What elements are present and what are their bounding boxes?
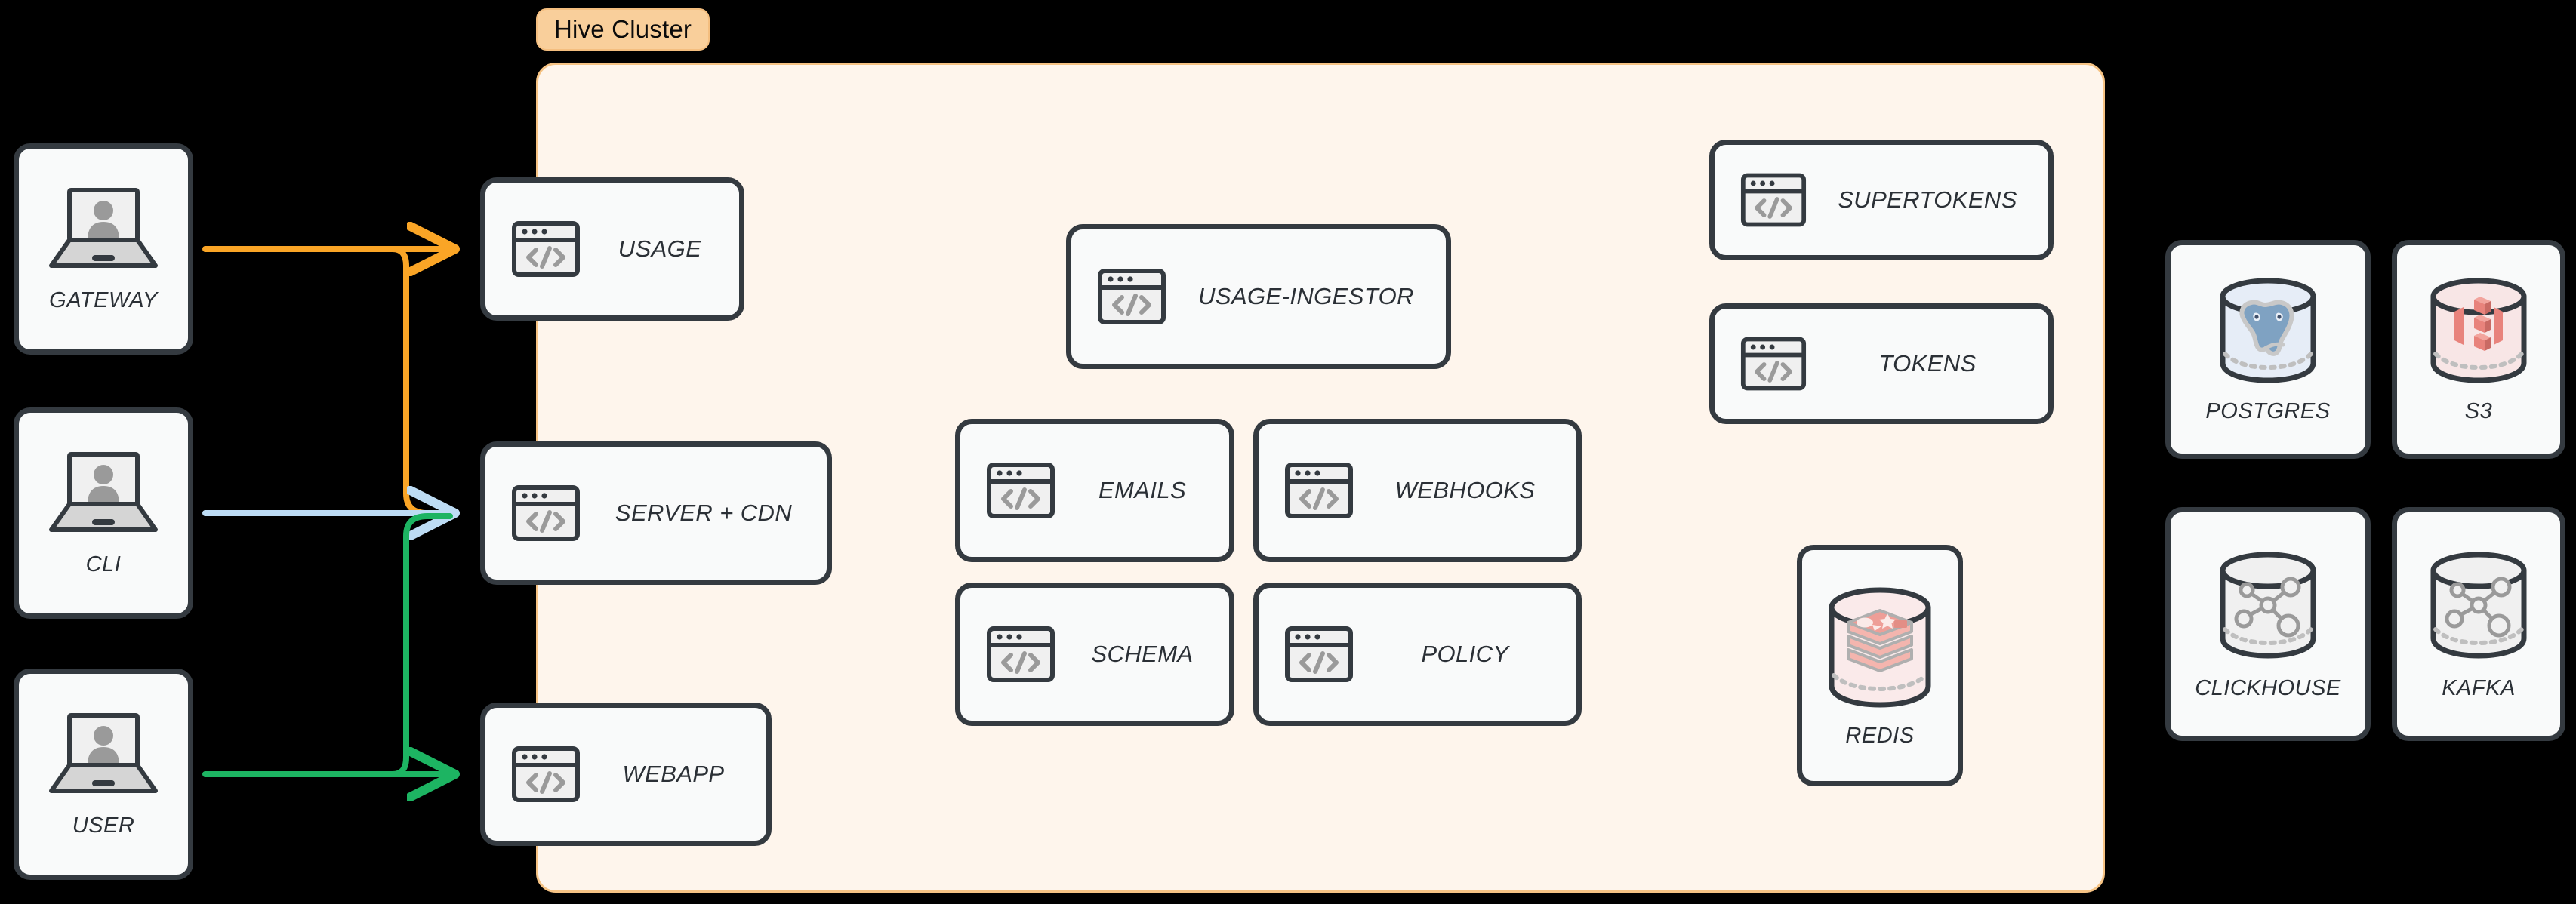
node-webapp[interactable]: WEBAPP [480, 703, 772, 846]
node-usage-label: USAGE [618, 235, 702, 262]
code-window-icon [986, 620, 1055, 689]
node-schema-label: SCHEMA [1091, 641, 1194, 667]
node-user[interactable]: USER [14, 669, 193, 880]
node-gateway-label: GATEWAY [49, 287, 158, 312]
node-tokens[interactable]: TOKENS [1709, 303, 2054, 424]
node-s3-label: S3 [2464, 398, 2493, 423]
code-window-icon [1740, 331, 1807, 397]
node-policy-label: POLICY [1421, 641, 1509, 667]
node-user-label: USER [72, 813, 135, 838]
redis-cylinder-icon [1818, 583, 1942, 710]
node-kafka-label: KAFKA [2442, 675, 2516, 700]
code-window-icon [511, 478, 581, 548]
node-tokens-label: TOKENS [1878, 350, 1977, 377]
network-cylinder-icon [2421, 548, 2536, 663]
node-schema[interactable]: SCHEMA [955, 583, 1234, 726]
node-webapp-label: WEBAPP [622, 761, 725, 787]
node-redis[interactable]: REDIS [1797, 545, 1963, 786]
node-emails-label: EMAILS [1098, 477, 1187, 503]
node-s3[interactable]: S3 [2392, 240, 2565, 459]
node-kafka[interactable]: KAFKA [2392, 507, 2565, 741]
hive-cluster-badge: Hive Cluster [536, 8, 710, 51]
code-window-icon [1284, 456, 1354, 525]
node-postgres-label: POSTGRES [2205, 398, 2331, 423]
node-usage-ingestor-label: USAGE-INGESTOR [1198, 283, 1414, 309]
node-cli[interactable]: CLI [14, 407, 193, 619]
node-policy[interactable]: POLICY [1253, 583, 1582, 726]
network-cylinder-icon [2211, 548, 2325, 663]
code-window-icon [1284, 620, 1354, 689]
node-webhooks-label: WEBHOOKS [1394, 477, 1536, 503]
node-redis-label: REDIS [1845, 723, 1915, 748]
node-supertokens[interactable]: SUPERTOKENS [1709, 140, 2054, 260]
laptop-user-icon [47, 711, 160, 800]
node-webhooks[interactable]: WEBHOOKS [1253, 419, 1582, 562]
node-postgres[interactable]: POSTGRES [2165, 240, 2371, 459]
node-usage-ingestor[interactable]: USAGE-INGESTOR [1066, 224, 1451, 369]
wire-gateway-to-server-cdn [382, 246, 453, 516]
node-supertokens-label: SUPERTOKENS [1838, 186, 2017, 213]
node-cli-label: CLI [85, 552, 122, 577]
code-window-icon [1740, 167, 1807, 233]
code-window-icon [986, 456, 1055, 525]
code-window-icon [511, 214, 581, 284]
laptop-user-icon [47, 450, 160, 539]
node-emails[interactable]: EMAILS [955, 419, 1234, 562]
s3-cylinder-icon [2421, 275, 2536, 386]
code-window-icon [511, 739, 581, 809]
node-gateway[interactable]: GATEWAY [14, 143, 193, 355]
wire-user-to-server-cdn [382, 513, 453, 777]
node-clickhouse[interactable]: CLICKHOUSE [2165, 507, 2371, 741]
code-window-icon [1097, 262, 1166, 331]
laptop-user-icon [47, 186, 160, 275]
node-clickhouse-label: CLICKHOUSE [2195, 675, 2341, 700]
node-server-cdn-label: SERVER + CDN [615, 500, 793, 526]
node-server-cdn[interactable]: SERVER + CDN [480, 441, 832, 585]
postgres-cylinder-icon [2211, 275, 2325, 386]
node-usage[interactable]: USAGE [480, 177, 744, 321]
